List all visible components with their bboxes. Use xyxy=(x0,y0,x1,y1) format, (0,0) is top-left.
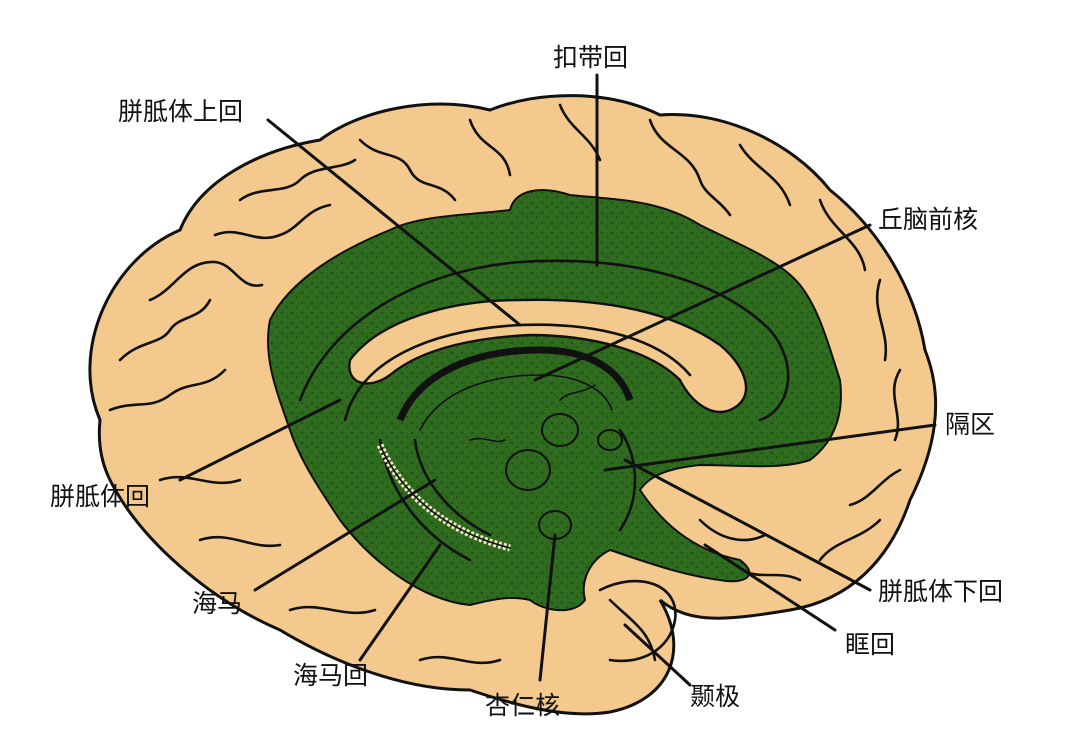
label-septal-area: 隔区 xyxy=(945,410,995,439)
label-amygdala: 杏仁核 xyxy=(485,691,560,720)
leader-amygdala xyxy=(538,533,557,682)
cortex-sulci xyxy=(108,103,902,665)
leader-septal xyxy=(603,423,937,472)
leader-temporal-pole xyxy=(623,623,692,687)
label-callosal-gyrus: 胼胝体回 xyxy=(50,482,150,511)
label-supracallosal-gyrus: 胼胝体上回 xyxy=(118,97,243,126)
leader-lines xyxy=(178,73,937,687)
label-hippocampus: 海马 xyxy=(192,589,242,618)
label-anterior-thalamic-nucleus: 丘脑前核 xyxy=(878,205,978,234)
leader-parahippocampal xyxy=(358,543,442,662)
label-orbital-gyrus: 眶回 xyxy=(845,630,895,659)
leader-subcallosal xyxy=(623,458,872,592)
leader-orbital xyxy=(703,543,837,632)
label-parahippocampal-gyrus: 海马回 xyxy=(293,661,368,690)
label-subcallosal-gyrus: 胼胝体下回 xyxy=(878,577,1003,606)
leader-callosal xyxy=(178,398,342,482)
leader-anterior-thalamic xyxy=(533,223,872,382)
label-temporal-pole: 颞极 xyxy=(690,682,740,711)
leader-supracallosal xyxy=(266,118,522,327)
nuclei xyxy=(469,384,623,540)
label-cingulate-gyrus: 扣带回 xyxy=(553,43,628,72)
leader-hippocampus xyxy=(253,478,437,592)
limbic-lobe xyxy=(267,189,842,612)
